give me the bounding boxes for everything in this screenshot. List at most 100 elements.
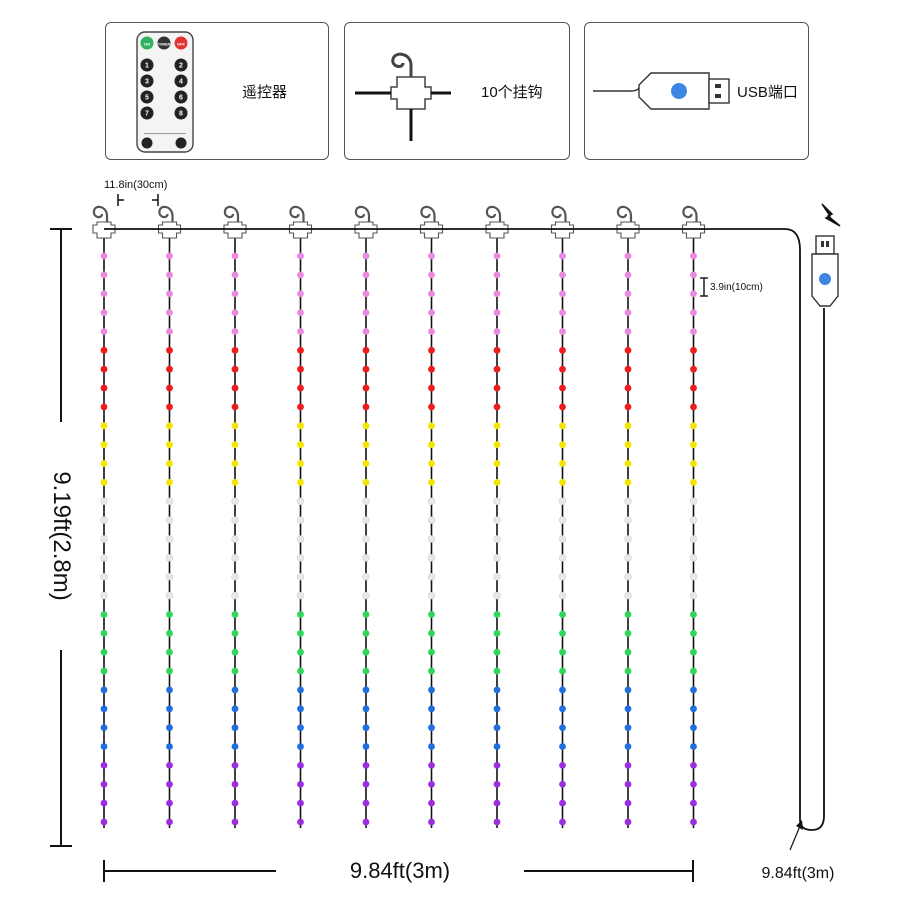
led-bulb: [559, 611, 566, 618]
led-bulb: [297, 384, 304, 392]
remote-button-label: 6: [179, 95, 183, 102]
led-bulb: [100, 573, 108, 581]
led-bulb: [493, 667, 501, 675]
led-bulb: [297, 422, 304, 430]
led-bulb: [231, 573, 239, 581]
led-bulb: [100, 290, 108, 298]
led-bulb: [297, 705, 304, 713]
led-bulb: [559, 460, 566, 467]
led-bulb: [624, 422, 632, 430]
led-bulb: [624, 724, 632, 732]
led-bulb: [559, 403, 566, 411]
remote-button-label: 1: [145, 63, 149, 70]
hook-icon: [419, 205, 444, 239]
remote-button-label: ON: [144, 42, 150, 47]
led-bulb: [428, 743, 435, 750]
led-bulb: [493, 497, 501, 505]
led-bulb: [559, 762, 566, 769]
remote-button: [157, 36, 171, 50]
led-bulb: [493, 516, 501, 524]
led-bulb: [166, 629, 173, 637]
led-bulb: [166, 743, 173, 750]
led-bulb: [231, 384, 239, 392]
led-bulb: [100, 780, 108, 788]
led-bulb: [296, 497, 305, 505]
led-bulb: [493, 762, 501, 769]
led-bulb: [624, 497, 632, 505]
led-bulb: [493, 309, 501, 316]
led-bulb: [362, 591, 370, 600]
led-bulb: [493, 554, 501, 562]
led-bulb: [231, 460, 239, 467]
led-bulb: [231, 309, 239, 316]
led-bulb: [297, 780, 304, 788]
led-bulb: [166, 290, 173, 298]
led-bulb: [166, 479, 173, 486]
led-bulb: [166, 799, 173, 807]
remote-button-label: OFF: [177, 42, 186, 47]
light-strand: [354, 205, 378, 828]
led-bulb: [362, 667, 370, 675]
led-bulb: [297, 648, 304, 656]
remote-button-label: 5: [145, 95, 149, 102]
led-bulb: [100, 554, 108, 562]
led-bulb: [297, 346, 304, 354]
led-bulb: [689, 573, 698, 581]
led-bulb: [559, 686, 566, 694]
led-bulb: [624, 346, 632, 354]
hook-icon: [355, 52, 451, 141]
led-bulb: [166, 611, 173, 618]
led-bulb: [297, 686, 304, 694]
usb-box: USB端口: [584, 22, 809, 160]
led-bulb: [231, 629, 239, 637]
led-bulb: [297, 667, 304, 675]
light-strand: [92, 205, 116, 828]
led-bulb: [559, 271, 566, 279]
led-bulb: [690, 648, 697, 656]
light-strand: [616, 205, 640, 828]
led-bulb: [624, 743, 632, 750]
led-bulb: [166, 441, 173, 449]
led-bulb: [559, 648, 566, 656]
led-bulb: [428, 384, 435, 392]
led-bulb: [559, 818, 566, 826]
led-bulb: [100, 743, 108, 750]
led-bulb: [624, 591, 632, 600]
remote-button: [174, 58, 188, 72]
cable: [104, 228, 825, 831]
led-bulb: [624, 460, 632, 467]
led-bulb: [231, 497, 239, 505]
led-bulb: [231, 591, 239, 600]
led-bulb: [559, 290, 566, 298]
led-bulb: [427, 535, 436, 543]
led-bulb: [100, 328, 108, 335]
light-strand: [223, 205, 247, 828]
led-bulb: [297, 365, 304, 373]
led-bulb: [166, 648, 173, 656]
led-bulb: [559, 799, 566, 807]
led-bulb: [559, 309, 566, 316]
led-bulb: [493, 629, 501, 637]
led-bulb: [624, 799, 632, 807]
led-bulb: [428, 441, 435, 449]
led-bulb: [231, 705, 239, 713]
led-bulb: [624, 554, 632, 562]
led-bulb: [297, 479, 304, 486]
led-bulb: [624, 535, 632, 543]
led-bulb: [427, 516, 436, 524]
led-bulb: [493, 422, 501, 430]
led-bulb: [624, 328, 632, 335]
hooks-box: 10个挂钩: [344, 22, 570, 160]
led-bulb: [166, 365, 173, 373]
led-bulb: [166, 460, 173, 467]
led-bulb: [362, 573, 370, 581]
led-bulb: [493, 271, 501, 279]
led-bulb: [428, 290, 435, 298]
led-bulb: [493, 365, 501, 373]
led-bulb: [297, 724, 304, 732]
led-bulb: [493, 818, 501, 826]
led-bulb: [428, 799, 435, 807]
height-label: 9.19ft(2.8m): [48, 471, 75, 600]
remote-button: [140, 58, 154, 72]
